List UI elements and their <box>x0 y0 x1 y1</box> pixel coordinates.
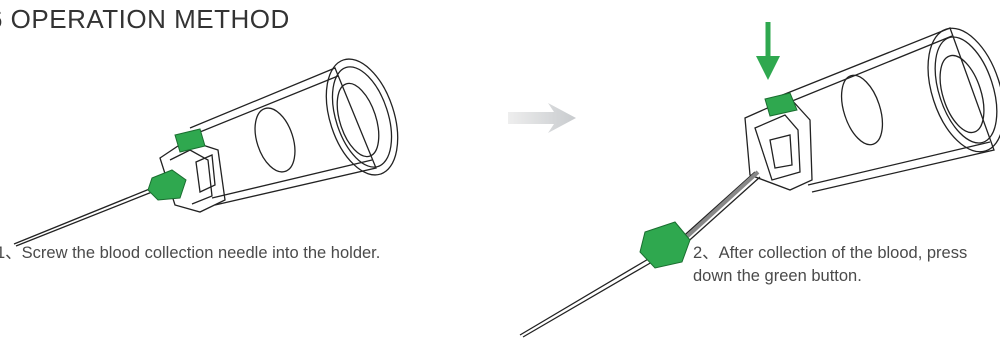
step-2-caption-line-1: 2、After collection of the blood, press <box>693 244 968 262</box>
down-arrow-icon <box>756 22 780 80</box>
step-1-caption: 1、Screw the blood collection needle into… <box>0 244 381 262</box>
step-2-caption-line-2: down the green button. <box>693 267 862 285</box>
section-title: 6 OPERATION METHOD <box>0 4 290 34</box>
step-2-caption: 2、After collection of the blood, press d… <box>693 242 967 288</box>
right-arrow-icon <box>508 103 576 133</box>
